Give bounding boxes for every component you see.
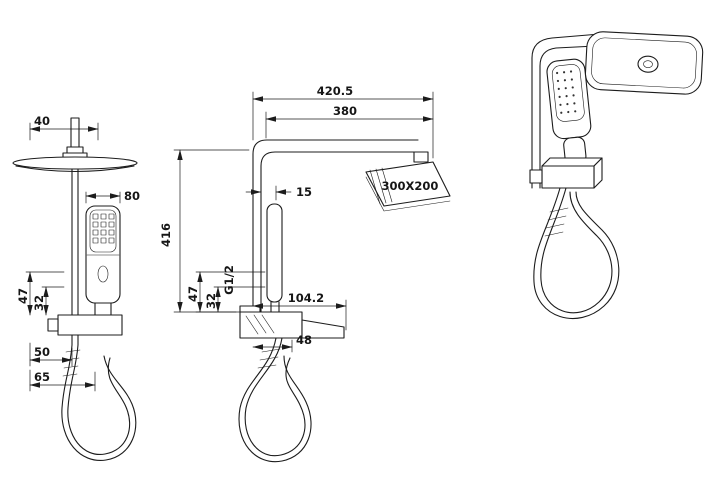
dim-arm-reach xyxy=(265,111,434,139)
dim-bracket-65 xyxy=(29,369,96,392)
perspective-view xyxy=(529,31,704,320)
spray-dots xyxy=(556,70,577,114)
hose-coil-ticks-side xyxy=(257,348,281,369)
dim-drop-32-front xyxy=(41,286,65,316)
spray-grid xyxy=(92,213,115,244)
dim-overall-depth-label: 420.5 xyxy=(317,84,353,98)
rain-head-perspective xyxy=(584,31,704,95)
hose-coil-ticks-perspective xyxy=(544,207,569,237)
dim-offset-15 xyxy=(245,185,292,201)
hand-shower-side xyxy=(266,203,283,313)
dim-bracket-width xyxy=(252,339,293,353)
dim-bracket-50 xyxy=(29,342,73,367)
dim-handshower-width xyxy=(85,191,121,204)
front-view xyxy=(12,117,138,461)
rain-head-front xyxy=(12,156,138,173)
head-size-label: 300X200 xyxy=(382,179,439,193)
bracket-perspective xyxy=(529,157,603,189)
hose-perspective xyxy=(533,187,620,320)
dim-bracket-65-label: 65 xyxy=(34,370,50,384)
dim-arm-reach-label: 380 xyxy=(333,104,357,118)
hose-front xyxy=(61,344,137,461)
bracket-side xyxy=(239,305,345,339)
hand-shower-perspective xyxy=(546,58,592,165)
thread-size-label: G1/2 xyxy=(222,265,236,295)
dim-drop-32-side xyxy=(195,286,266,313)
dim-offset-15-label: 15 xyxy=(296,185,312,199)
dimension-labels: 40 80 47 32 50 65 420.5 380 15 416 47 32… xyxy=(16,84,438,384)
dim-bracket-depth-label: 104.2 xyxy=(288,291,324,305)
hand-shower-front xyxy=(85,205,121,316)
dim-bracket-50-label: 50 xyxy=(34,345,50,359)
dim-drop-47-front xyxy=(25,271,65,316)
dim-column-height-label: 416 xyxy=(159,223,173,247)
dim-drop-32-front-label: 32 xyxy=(32,295,46,311)
riser-pipe-front xyxy=(71,168,79,346)
column-perspective xyxy=(531,33,601,189)
rain-head-side xyxy=(365,161,451,212)
dim-overall-depth xyxy=(252,91,434,159)
shower-arm-front xyxy=(62,117,88,159)
hose-side xyxy=(238,337,312,463)
dim-arm-width-label: 40 xyxy=(34,114,50,128)
dim-drop-47-front-label: 47 xyxy=(16,288,30,304)
dim-drop-47-side xyxy=(195,271,266,313)
dim-handshower-width-label: 80 xyxy=(124,189,140,203)
side-view xyxy=(173,91,451,463)
dim-drop-47-side-label: 47 xyxy=(186,286,200,302)
dim-bracket-depth xyxy=(252,299,347,331)
dim-drop-32-side-label: 32 xyxy=(204,293,218,309)
slide-bracket-front xyxy=(47,314,123,336)
dim-bracket-width-label: 48 xyxy=(296,333,312,347)
dim-arm-width xyxy=(29,122,99,141)
